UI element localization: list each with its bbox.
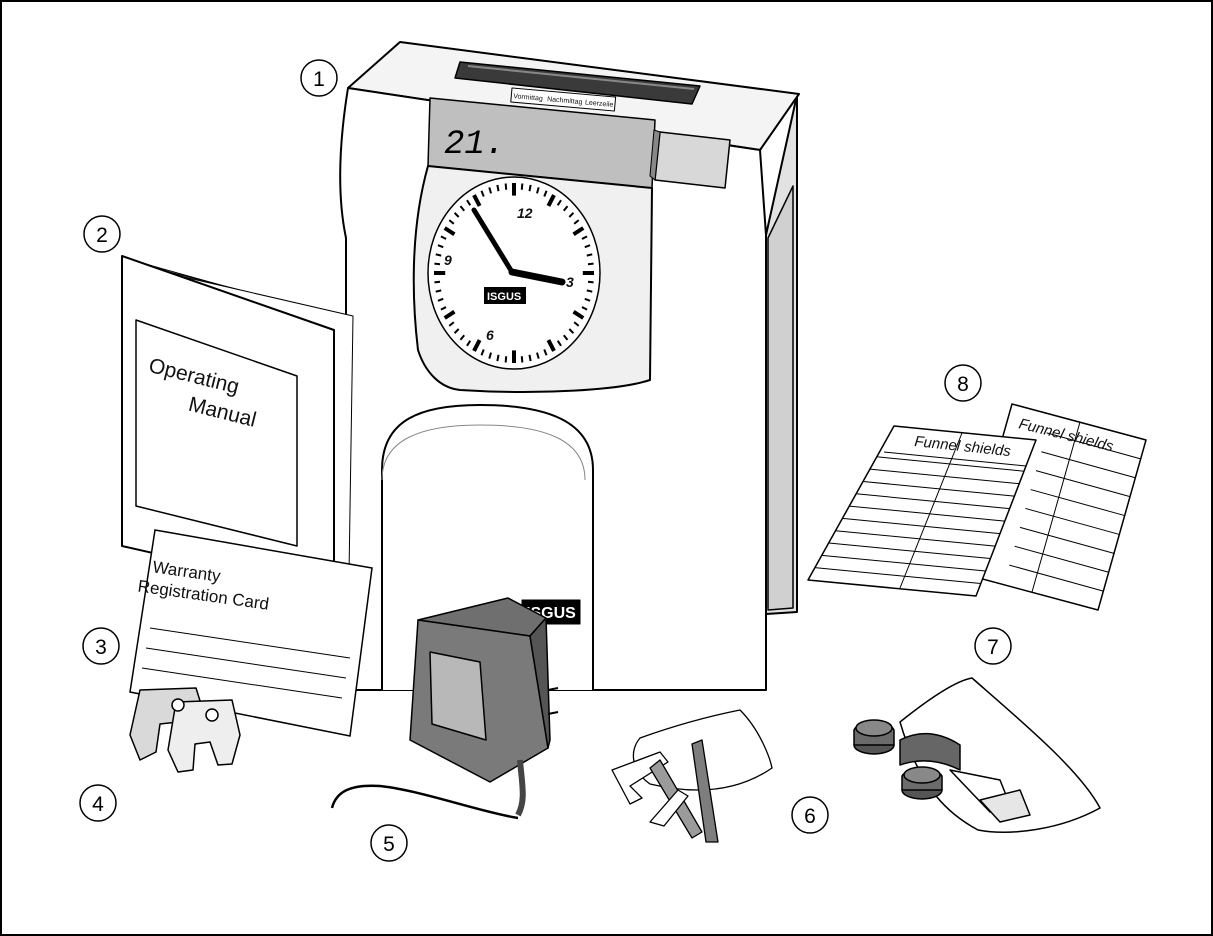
callout-8: 8: [945, 365, 981, 401]
callout-5: 5: [371, 825, 407, 861]
callout-7-label: 7: [987, 636, 999, 659]
clock-tick: [529, 355, 530, 361]
callout-8-label: 8: [957, 373, 969, 396]
callout-5-label: 5: [383, 833, 395, 856]
dial-number-3: 3: [566, 274, 574, 290]
clock-tick: [587, 254, 592, 255]
clock-display-digits: 21.: [444, 126, 505, 164]
callout-6: 6: [792, 797, 828, 833]
callout-4-label: 4: [92, 793, 104, 816]
callout-4: 4: [80, 785, 116, 821]
clock-tick: [522, 356, 523, 362]
callout-3-label: 3: [95, 636, 107, 659]
callout-2: 2: [84, 216, 120, 252]
clock-tick: [529, 185, 530, 191]
callout-1-label: 1: [313, 68, 325, 91]
clock-tick: [497, 185, 498, 191]
callout-3: 3: [83, 628, 119, 664]
clock-tick: [497, 355, 498, 361]
clock-tick: [506, 183, 507, 189]
clock-tick: [587, 290, 592, 291]
dial-number-9: 9: [444, 252, 452, 268]
callout-6-label: 6: [804, 805, 816, 828]
clock-tick: [436, 254, 441, 255]
clock-tick: [522, 183, 523, 189]
clock-tick: [436, 290, 441, 291]
callout-1: 1: [301, 60, 337, 96]
dial-brand-logo: ISGUS: [487, 291, 521, 303]
time-clock: [340, 42, 799, 690]
dial-number-6: 6: [486, 327, 494, 343]
clock-tick: [506, 356, 507, 362]
callout-2-label: 2: [96, 224, 108, 247]
clock-tick: [588, 282, 594, 283]
dial-number-12: 12: [517, 205, 533, 221]
clock-tick: [434, 282, 440, 283]
clock-tick: [434, 264, 440, 265]
clock-tick: [588, 264, 594, 265]
callout-7: 7: [975, 628, 1011, 664]
